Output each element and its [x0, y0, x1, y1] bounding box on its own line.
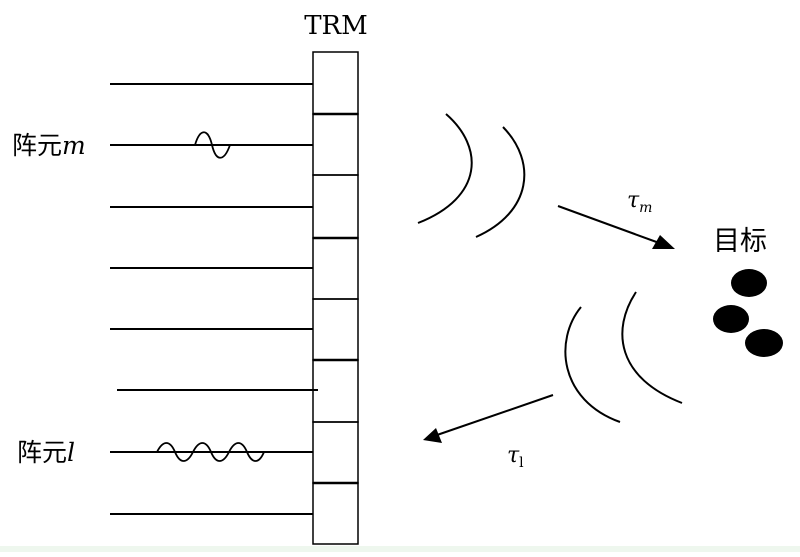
outgoing-wavefronts: [417, 113, 526, 238]
trm-cell-2: [312, 113, 359, 176]
arrow-tau-l: [423, 394, 554, 443]
wavefront-out-2: [475, 126, 526, 238]
trm-cell-6: [312, 359, 359, 423]
trm-cell-8: [312, 482, 359, 545]
sine-wave-l: [156, 442, 265, 462]
element-l-label: 阵元l: [17, 438, 75, 467]
trm-cell-7: [312, 421, 359, 484]
bottom-strip: [0, 546, 800, 552]
wavefront-in-2: [621, 291, 683, 404]
trm-array-column: [312, 51, 359, 545]
returning-wavefronts: [564, 291, 683, 423]
target-blob-3: [745, 329, 783, 357]
trm-cell-4: [312, 237, 359, 300]
target-blob-1: [731, 269, 767, 297]
trm-cell-5: [312, 298, 359, 361]
target-blobs: [713, 269, 783, 357]
trm-title: TRM: [304, 11, 368, 41]
target-blob-2: [713, 305, 749, 333]
arrow-tau-m: [557, 205, 675, 249]
target-label: 目标: [713, 226, 767, 257]
tau-l-label: τl: [507, 443, 524, 471]
element-m-label: 阵元m: [12, 131, 86, 160]
element-lines: [110, 83, 318, 515]
trm-cell-3: [312, 174, 359, 239]
wavefront-out-1: [417, 113, 473, 224]
tau-m-label: τm: [627, 188, 652, 216]
trm-cell-1: [312, 51, 359, 115]
wavefront-in-1: [564, 306, 621, 423]
sine-wave-m: [194, 131, 231, 159]
